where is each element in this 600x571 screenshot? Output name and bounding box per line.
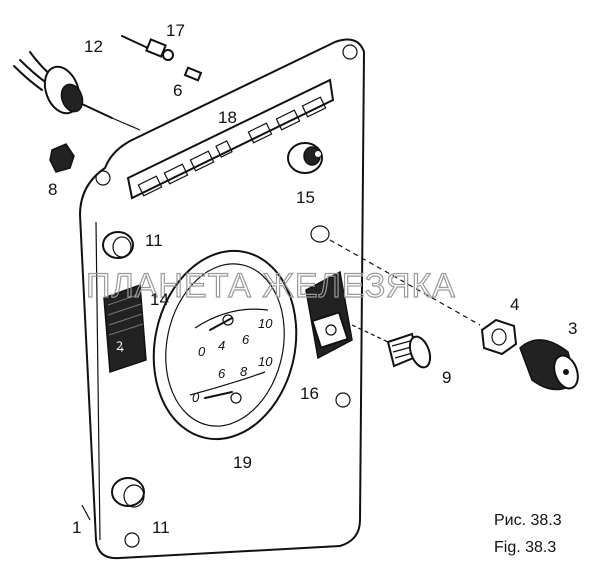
lower-scale-8: 8 [240, 364, 248, 379]
knob-3 [519, 339, 579, 391]
callout-15: 15 [296, 188, 315, 207]
caption-ru: Рис. 38.3 [494, 512, 562, 529]
upper-scale-4: 4 [218, 338, 225, 353]
lower-scale-6: 6 [218, 366, 226, 381]
upper-scale-10: 10 [258, 316, 273, 331]
upper-scale-0: 0 [198, 344, 206, 359]
callout-9: 9 [442, 368, 451, 387]
mounting-hole-top-right [342, 44, 358, 60]
connector-12 [13, 51, 141, 131]
mounting-hole-bottom-right [335, 392, 351, 408]
callout-1: 1 [72, 518, 81, 537]
combined-gauge-19: 0 4 6 10 0 6 8 10 [152, 249, 298, 441]
nut-4 [480, 318, 518, 356]
panel-hole [310, 225, 330, 243]
callout-16: 16 [300, 384, 319, 403]
callout-6: 6 [173, 81, 182, 100]
mounting-hole-bottom-left [124, 532, 140, 548]
lamp-6 [183, 66, 203, 82]
light-switch-16 [305, 270, 353, 360]
callout-17: 17 [166, 21, 185, 40]
screw-9 [386, 332, 432, 369]
rocker-switch-14: Ꝝ [103, 283, 147, 374]
mounting-hole-top-left [95, 170, 111, 186]
switch-15 [287, 142, 323, 174]
callout-12: 12 [84, 37, 103, 56]
lower-scale-0: 0 [192, 390, 200, 405]
callout-11-top: 11 [145, 231, 163, 250]
callout-19: 19 [233, 453, 252, 472]
leader-line-1 [81, 504, 91, 521]
upper-scale-6: 6 [242, 332, 250, 347]
callout-14: 14 [150, 290, 169, 309]
lower-scale-10: 10 [258, 354, 273, 369]
caption-en: Fig. 38.3 [494, 539, 556, 556]
warning-lamp-strip [126, 78, 335, 200]
callout-8: 8 [48, 180, 57, 199]
callout-4: 4 [510, 295, 519, 314]
watermark: ПЛАНЕТА ЖЕЛЕЗЯКА [86, 267, 456, 305]
callout-11-bottom: 11 [152, 518, 170, 537]
indicator-lamp-11-bottom [111, 477, 145, 508]
svg-text:Ꝝ: Ꝝ [116, 339, 124, 353]
cap-nut-8 [49, 143, 75, 173]
callout-3: 3 [568, 319, 577, 338]
indicator-lamp-11-top [102, 231, 134, 259]
callout-18: 18 [218, 108, 237, 127]
bulb-17 [121, 35, 174, 61]
